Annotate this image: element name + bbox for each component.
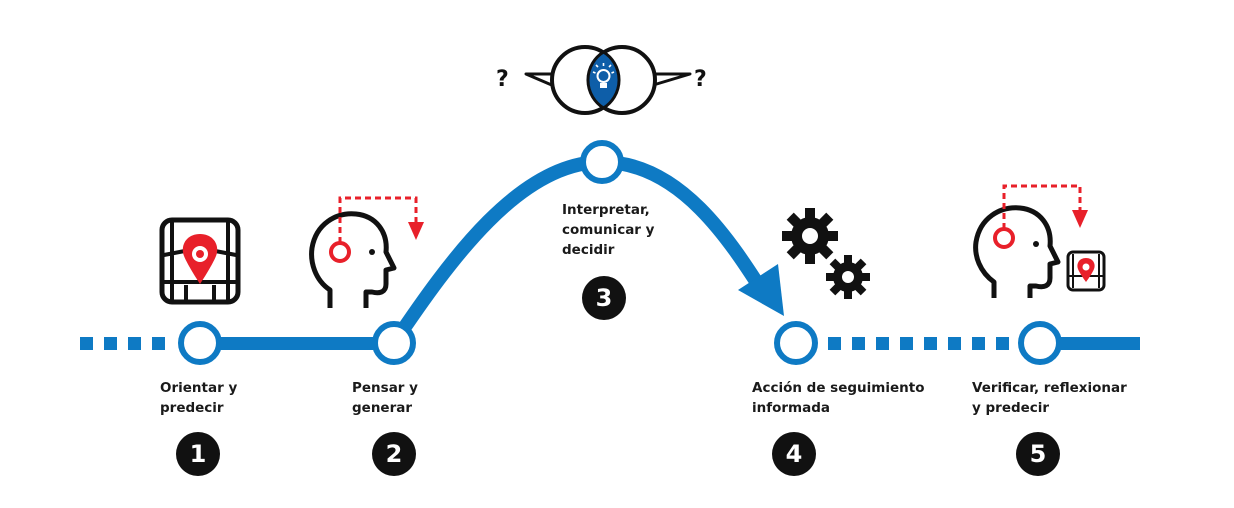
question-mark-left: ? [496, 67, 509, 92]
node-3 [580, 140, 624, 184]
node-4 [774, 321, 818, 365]
head-review-icon [973, 184, 1088, 298]
arrow-head [738, 264, 784, 316]
step-5-number-badge: 5 [1016, 432, 1060, 476]
node-1 [178, 321, 222, 365]
node-5 [1018, 321, 1062, 365]
dotted-path-left [80, 337, 165, 350]
step-1-number-badge: 1 [176, 432, 220, 476]
step-3-number-badge: 3 [582, 276, 626, 320]
step-4-number-badge: 4 [772, 432, 816, 476]
step-2-label: Pensar y generar [352, 380, 418, 416]
step-1-label: Orientar y predecir [160, 380, 238, 416]
step-3-label: Interpretar, comunicar y decidir [562, 202, 655, 258]
step-2-number-badge: 2 [372, 432, 416, 476]
gears-icon [782, 208, 870, 299]
node-2 [372, 321, 416, 365]
map-pin-icon [159, 217, 241, 305]
dotted-path-middle [828, 337, 1009, 350]
head-thinking-icon [309, 196, 424, 308]
question-mark-right: ? [694, 67, 707, 92]
shared-insight-icon [524, 45, 692, 115]
step-5-label: Verificar, reflexionar y predecir [972, 380, 1127, 416]
step-4-label: Acción de seguimiento informada [752, 380, 925, 416]
small-map-pin-icon [1066, 250, 1106, 292]
